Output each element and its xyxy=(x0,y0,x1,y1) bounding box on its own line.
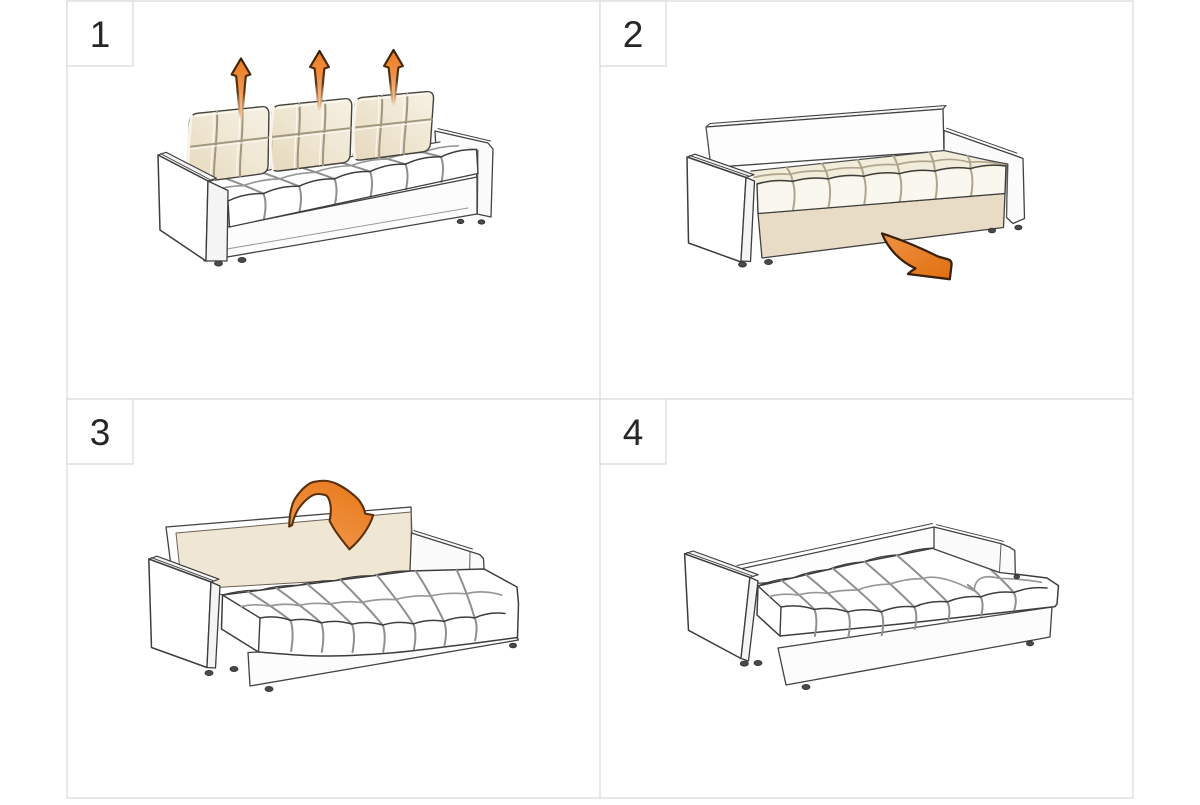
svg-text:4: 4 xyxy=(623,412,644,453)
svg-text:2: 2 xyxy=(623,14,644,55)
svg-text:1: 1 xyxy=(90,14,111,55)
svg-text:3: 3 xyxy=(90,412,111,453)
